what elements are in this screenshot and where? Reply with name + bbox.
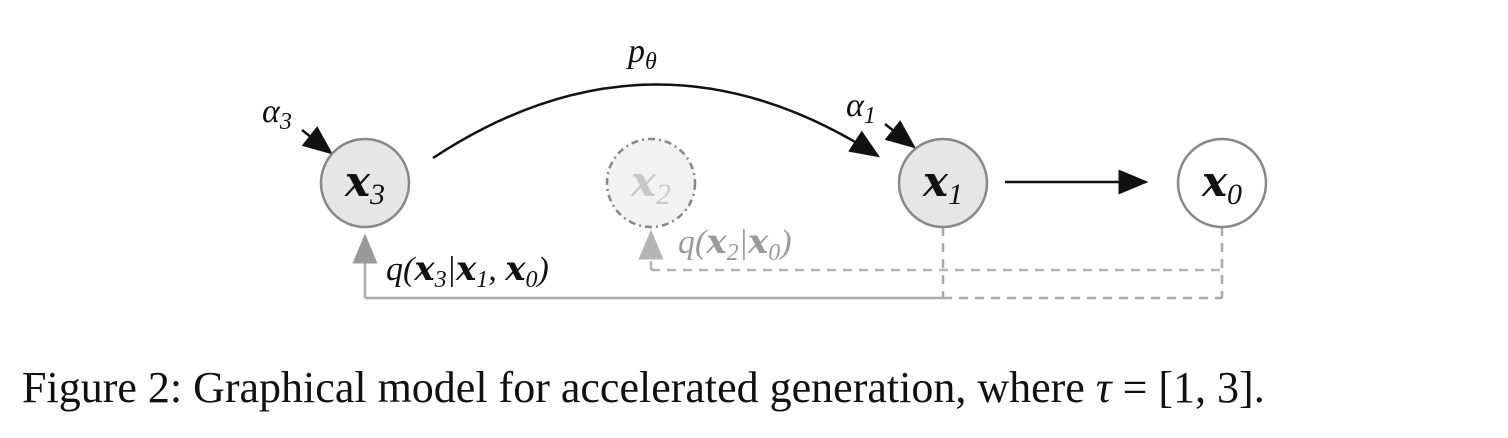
node-x2-label: x2 (630, 157, 671, 211)
q-x3-paths (352, 227, 1224, 300)
caption-tau: τ (1095, 363, 1112, 412)
p-theta-label: pθ (626, 33, 657, 75)
alpha3-label: α3 (262, 93, 292, 135)
figure-caption: Figure 2: Graphical model for accelerate… (22, 362, 1502, 413)
q-x2-paths (638, 229, 1222, 272)
alpha1-label: α1 (846, 87, 876, 129)
node-x2 (605, 137, 697, 229)
caption-text: Figure 2: Graphical model for accelerate… (22, 363, 1096, 412)
q-x2-label: q(x2|x0) (678, 222, 792, 266)
node-x0-label: x0 (1201, 157, 1242, 211)
alpha1-arrow (884, 120, 916, 149)
p-theta-arc (432, 83, 881, 160)
node-x0 (1176, 137, 1268, 229)
node-x1-label: x1 (922, 157, 963, 211)
node-x1 (897, 137, 989, 229)
node-x3 (319, 137, 411, 229)
node-x3-label: x3 (344, 157, 385, 211)
alpha3-arrow (301, 126, 333, 155)
q-x3-label: q(x3|x1, x0) (386, 249, 549, 293)
caption-equals: = [1, 3]. (1111, 363, 1265, 412)
